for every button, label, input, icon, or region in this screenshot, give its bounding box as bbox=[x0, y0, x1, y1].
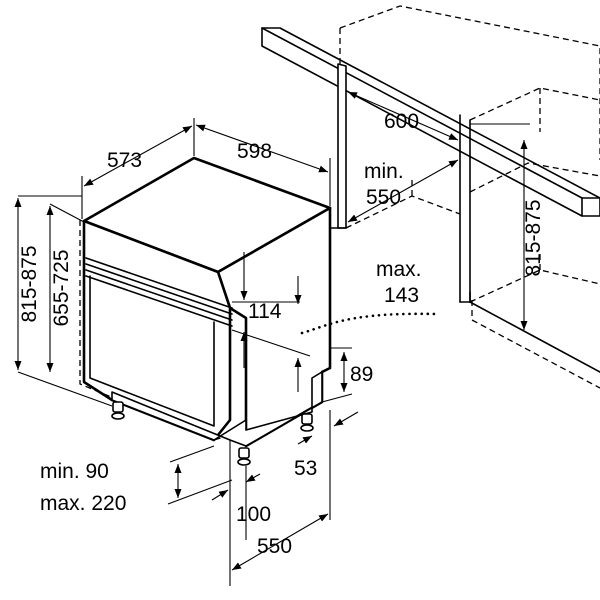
label-panel-max-value: 143 bbox=[384, 284, 419, 307]
label-foot-offset: 100 bbox=[236, 503, 271, 526]
label-top-depth: 573 bbox=[107, 149, 142, 172]
control-panel bbox=[85, 257, 233, 327]
label-niche-min-depth-prefix: min. bbox=[364, 160, 404, 183]
label-niche-min-depth-value: 550 bbox=[366, 186, 401, 209]
label-plinth-min: min. 90 bbox=[40, 460, 109, 483]
label-front-height: 655-725 bbox=[50, 249, 73, 326]
floor-corner bbox=[469, 301, 600, 373]
dishwasher-base bbox=[111, 371, 323, 447]
label-plinth-height: 89 bbox=[350, 363, 373, 386]
left-cabinet-wall bbox=[329, 63, 347, 229]
label-niche-height: 815-875 bbox=[522, 199, 545, 276]
dishwasher bbox=[79, 156, 332, 466]
label-control-panel-height: 114 bbox=[248, 300, 282, 323]
label-top-width: 598 bbox=[237, 140, 272, 163]
worktop bbox=[261, 27, 600, 217]
dimension-lines bbox=[14, 91, 530, 586]
dimension-labels: 598 573 600 min. 550 815-875 815-875 655… bbox=[18, 110, 545, 558]
label-niche-width: 600 bbox=[384, 110, 419, 133]
dishwasher-feet bbox=[111, 401, 314, 466]
label-plinth-depth: 53 bbox=[294, 457, 317, 480]
label-plinth-max: max. 220 bbox=[40, 492, 126, 515]
label-appliance-height: 815-875 bbox=[18, 245, 41, 322]
label-base-depth: 550 bbox=[257, 535, 292, 558]
right-cabinet-wall bbox=[459, 114, 471, 303]
label-panel-max-prefix: max. bbox=[376, 258, 422, 281]
